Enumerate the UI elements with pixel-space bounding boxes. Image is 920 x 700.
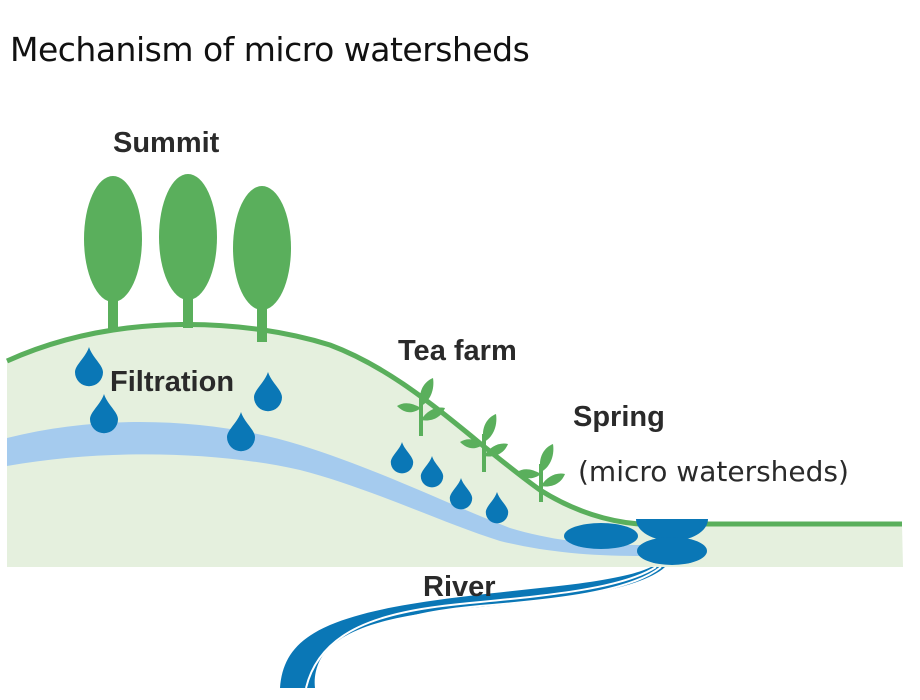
water-drop-icon: [449, 478, 473, 510]
label-summit: Summit: [113, 127, 220, 159]
slope-drops: [390, 442, 509, 524]
label-spring-subtitle: (micro watersheds): [578, 455, 849, 488]
label-river: River: [423, 571, 496, 603]
filtration-drops: [75, 347, 282, 452]
tea-plants: [397, 378, 565, 502]
spring-pond: [564, 523, 638, 549]
hill-ground: [7, 324, 903, 567]
water-drop-icon: [254, 372, 282, 412]
water-drop-icon: [390, 442, 414, 474]
tree: [84, 176, 142, 330]
label-spring: Spring: [573, 401, 665, 433]
water-drop-icon: [75, 347, 103, 387]
tree: [233, 186, 291, 342]
tea-plant-icon: [517, 444, 565, 502]
tea-plant-icon: [397, 378, 445, 436]
spring-ponds: [564, 519, 708, 565]
spring-pond: [636, 519, 708, 541]
river: [280, 566, 665, 689]
water-drop-icon: [485, 492, 509, 524]
river-stripe: [305, 566, 657, 689]
page-title: Mechanism of micro watersheds: [10, 30, 530, 69]
tea-plant-icon: [460, 414, 508, 472]
hill-outline: [5, 321, 902, 527]
summit-trees: [84, 174, 291, 342]
river-stripe: [321, 566, 662, 689]
spring-pond: [637, 537, 707, 565]
label-tea-farm: Tea farm: [398, 335, 517, 367]
water-drop-icon: [90, 394, 118, 434]
groundwater-layer: [7, 421, 640, 556]
water-drop-icon: [227, 412, 255, 452]
tree: [159, 174, 217, 328]
water-drop-icon: [420, 456, 444, 488]
label-filtration: Filtration: [110, 366, 235, 398]
